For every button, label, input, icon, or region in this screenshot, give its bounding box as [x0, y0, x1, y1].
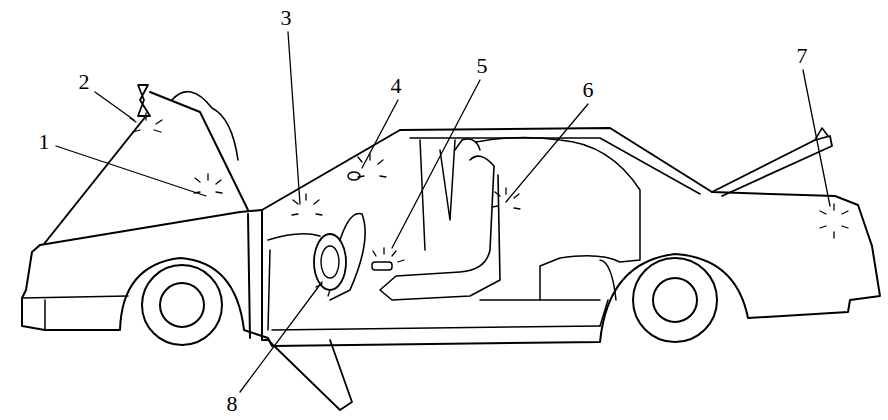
callout-number: 3 [281, 7, 292, 29]
leader-lines [56, 32, 830, 392]
callout-number: 4 [391, 75, 402, 97]
callout-number: 1 [39, 131, 50, 153]
callout-number: 2 [79, 71, 90, 93]
callout-number: 5 [477, 55, 488, 77]
callout-number: 7 [797, 45, 808, 67]
callout-number: 6 [583, 79, 594, 101]
callout-number: 8 [227, 393, 238, 415]
